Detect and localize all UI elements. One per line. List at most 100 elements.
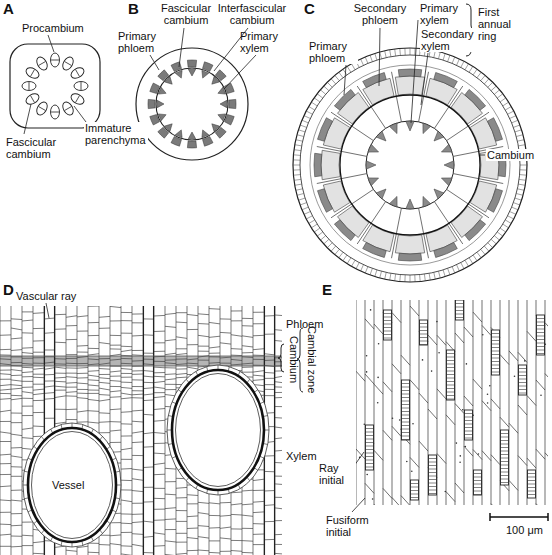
panel-letter: B — [128, 1, 139, 17]
procambium-strand — [69, 66, 86, 81]
part-label: Xylem — [286, 450, 317, 462]
ray-cell-wall — [384, 314, 392, 339]
primary-xylem — [423, 196, 431, 207]
cambium-line — [76, 70, 80, 77]
nucleus-dot — [487, 402, 489, 404]
ray-cell-wall — [447, 354, 455, 400]
phloem-cap — [158, 70, 169, 81]
nucleus-dot — [540, 394, 542, 396]
primary-xylem — [441, 178, 452, 186]
leader-line — [46, 303, 49, 318]
primary-phloem — [465, 89, 486, 110]
nucleus-dot — [406, 461, 408, 463]
cambium-line — [39, 107, 46, 111]
primary-xylem — [434, 189, 444, 199]
tangential-cambium — [356, 300, 548, 505]
nucleus-dot — [487, 393, 489, 395]
primary-xylem — [368, 178, 379, 186]
vessel-lumen — [176, 374, 261, 487]
nucleus-dot — [466, 363, 468, 365]
cambium-line — [65, 62, 72, 66]
part-label: Vascular ray — [16, 290, 76, 302]
ray-initial-stack — [537, 315, 545, 355]
procambium-strand — [35, 55, 50, 72]
part-label: Cambium — [486, 149, 535, 161]
nucleus-dot — [364, 423, 366, 425]
procambium-strand — [74, 82, 88, 91]
first-year-stem — [293, 48, 527, 282]
nucleus-dot — [378, 343, 380, 345]
ray-initial-stack — [465, 410, 473, 440]
xylem-wedge — [188, 132, 195, 139]
nucleus-dot — [377, 377, 379, 379]
part-label: Primary phloem — [308, 40, 358, 64]
nucleus-dot — [478, 453, 480, 455]
ray-cell-wall — [474, 474, 482, 495]
phloem-cap — [187, 60, 196, 67]
ray-cell-wall — [537, 319, 545, 354]
ray-cell-wall — [465, 414, 473, 439]
nucleus-dot — [459, 461, 461, 463]
primary-phloem — [398, 69, 421, 77]
ray-initial-stack — [429, 455, 437, 495]
scale-bar — [490, 513, 548, 521]
pith-boundary — [366, 121, 454, 209]
cambium-line — [39, 62, 46, 66]
leader-line — [344, 20, 485, 155]
phloem-cap — [229, 99, 236, 108]
nucleus-dot — [445, 491, 447, 493]
primary-xylem — [441, 144, 452, 152]
secondary-phloem — [395, 235, 424, 254]
procambium-strand — [69, 92, 86, 107]
ray-cell-wall — [501, 434, 509, 483]
procambium-strand — [24, 92, 41, 107]
primary-xylem — [406, 199, 414, 209]
nucleus-dot — [411, 471, 413, 473]
primary-phloem — [434, 243, 458, 258]
part-label: Fusiform initial — [326, 514, 378, 538]
cambium-line — [65, 107, 72, 111]
stem-outline — [136, 48, 248, 160]
nucleus-dot — [465, 446, 467, 448]
ray-initial-stack — [411, 480, 419, 500]
primary-phloem — [465, 220, 486, 241]
part-label: Secondary phloem — [352, 2, 408, 26]
fusiform-end-wall — [356, 306, 548, 505]
procambium-strand — [51, 105, 60, 119]
nucleus-dot — [514, 375, 516, 377]
xylem-wedge — [220, 100, 227, 107]
ray-initial-stack — [402, 380, 410, 440]
ray-initial-stack — [474, 470, 482, 495]
xylem-wedge — [165, 77, 172, 84]
part-label: Cambium — [288, 336, 300, 383]
periderm-hatch — [293, 48, 527, 282]
procambium-strand — [61, 100, 76, 117]
primary-phloem — [318, 189, 333, 213]
ray-cell-wall — [420, 324, 428, 345]
ray-cell-wall — [366, 429, 374, 468]
primary-xylem — [389, 123, 397, 134]
procambium-strand — [61, 55, 76, 72]
xylem-wedge — [188, 69, 195, 76]
primary-xylem — [444, 161, 454, 169]
nucleus-dot — [399, 419, 401, 421]
primary-phloem — [334, 220, 355, 241]
leader-line — [24, 35, 86, 134]
procambium-strand — [24, 66, 41, 81]
ray-initial-stack — [420, 320, 428, 345]
cambium-line — [29, 82, 30, 90]
vessel-wall — [172, 370, 264, 490]
cambium-line — [31, 96, 35, 103]
secondary-phloem — [321, 150, 340, 179]
phloem-cap — [187, 141, 196, 148]
nucleus-dot — [392, 417, 394, 419]
cambium-line — [76, 96, 80, 103]
ray-cell-wall — [411, 484, 419, 498]
procambium-strands — [22, 53, 88, 119]
primary-xylem — [406, 121, 414, 131]
nucleus-dot — [482, 334, 484, 336]
part-label: Fascicular cambium — [158, 2, 214, 26]
cell-wall — [0, 306, 282, 555]
